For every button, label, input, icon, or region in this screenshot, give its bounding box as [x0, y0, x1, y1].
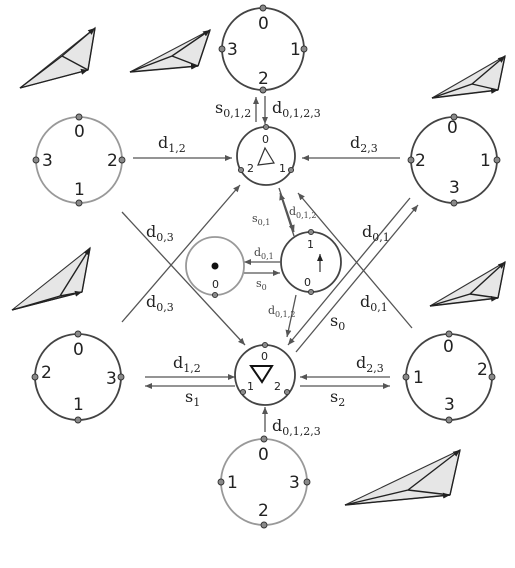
label-d-ur: d2,3 — [350, 133, 378, 155]
vertex-label: 3 — [42, 151, 53, 171]
node-center-left: 0 — [185, 236, 245, 299]
vertex-label: 2 — [41, 363, 52, 383]
vertex-label: 3 — [106, 369, 117, 389]
vertex-label: 1 — [247, 380, 254, 393]
label-s-c1: s0,1 — [252, 212, 270, 227]
vertex-label: 0 — [74, 122, 85, 142]
node-upper-left: 0 2 1 3 — [32, 113, 126, 207]
label-d-c3: d0,1,2 — [268, 304, 295, 319]
vertex-label: 1 — [290, 40, 301, 60]
vertex-label: 3 — [227, 40, 238, 60]
label-s-c2: s0 — [256, 277, 267, 292]
arrows — [121, 96, 419, 432]
arrow-labels: s0,1,2 d0,1,2,3 d1,2 d2,3 d0,3 d0,3 d0,1… — [146, 98, 390, 438]
simplex-sketch-top-right — [431, 54, 506, 99]
vertex-label: 2 — [477, 360, 488, 380]
vertex-label: 1 — [227, 473, 238, 493]
vertex-label: 2 — [107, 151, 118, 171]
arrow-d-diag-r2 — [297, 192, 413, 329]
node-lower-right: 0 2 3 1 — [402, 330, 496, 424]
vertex-label: 2 — [258, 69, 269, 89]
vertex-label: 1 — [307, 238, 314, 251]
arrow-s-c1 — [279, 192, 295, 237]
vertex-label: 1 — [413, 368, 424, 388]
label-d-c2: d0,1 — [254, 246, 274, 261]
label-s-ll: s1 — [185, 387, 200, 409]
vertex-label: 0 — [447, 118, 458, 138]
vertex-label: 0 — [262, 133, 269, 146]
node-bottom: 0 3 2 1 — [217, 435, 311, 529]
arrow-d-diag-r — [287, 197, 411, 346]
node-upper-right: 0 1 3 2 — [407, 113, 501, 207]
vertex-label: 2 — [258, 501, 269, 521]
arrow-s-diag-r — [295, 204, 419, 353]
node-center-bottom: 0 2 1 — [234, 341, 296, 406]
arrow-d-c3 — [285, 294, 297, 338]
node-lower-left: 0 3 1 2 — [31, 330, 125, 424]
simplex-sketch-top-left-1 — [19, 26, 96, 89]
label-d-top: d0,1,2,3 — [272, 98, 321, 120]
vertex-label: 1 — [74, 180, 85, 200]
vertex-label: 3 — [449, 178, 460, 198]
node-top: 0 1 2 3 — [218, 4, 308, 94]
vertex-label: 0 — [261, 350, 268, 363]
label-d-ul: d1,2 — [158, 133, 186, 155]
vertex-label: 0 — [304, 276, 311, 289]
arrow-d-diag-l2 — [121, 184, 241, 323]
label-d-lr: d2,3 — [356, 353, 384, 375]
vertex-label: 2 — [274, 380, 281, 393]
label-d-bot: d0,1,2,3 — [272, 416, 321, 438]
vertex-label: 0 — [73, 340, 84, 360]
label-d-ll: d1,2 — [173, 353, 201, 375]
vertex-label: 3 — [289, 473, 300, 493]
vertex-label: 2 — [247, 162, 254, 175]
label-d-diag-l2: d0,3 — [146, 292, 174, 314]
label-s-lr: s2 — [330, 387, 345, 409]
vertex-label: 0 — [212, 278, 219, 291]
label-d-diag-r: d0,1 — [362, 222, 390, 244]
vertex-label: 0 — [258, 14, 269, 34]
vertex-label: 1 — [73, 395, 84, 415]
vertex-label: 1 — [279, 162, 286, 175]
arrow-d-diag-l — [121, 211, 246, 346]
simplex-sketch-mid-left — [11, 246, 91, 311]
label-s-diag-r: s0 — [330, 311, 345, 333]
node-center-mid: 1 0 — [280, 228, 342, 296]
vertex-label: 0 — [443, 337, 454, 357]
simplex-sketch-bottom-right — [344, 449, 461, 506]
simplex-sketch-mid-right — [429, 260, 506, 307]
vertex-label: 2 — [415, 151, 426, 171]
vertex-label: 1 — [480, 151, 491, 171]
label-d-diag-r2: d0,1 — [360, 292, 388, 314]
node-center-top: 0 1 2 — [236, 123, 296, 186]
label-d-diag-l: d0,3 — [146, 222, 174, 244]
vertex-label: 3 — [444, 395, 455, 415]
simplex-sketch-top-left-2 — [129, 28, 211, 73]
label-d-c1: d0,1,2 — [289, 205, 316, 220]
vertex-label: 0 — [258, 445, 269, 465]
label-s-top: s0,1,2 — [215, 98, 251, 120]
